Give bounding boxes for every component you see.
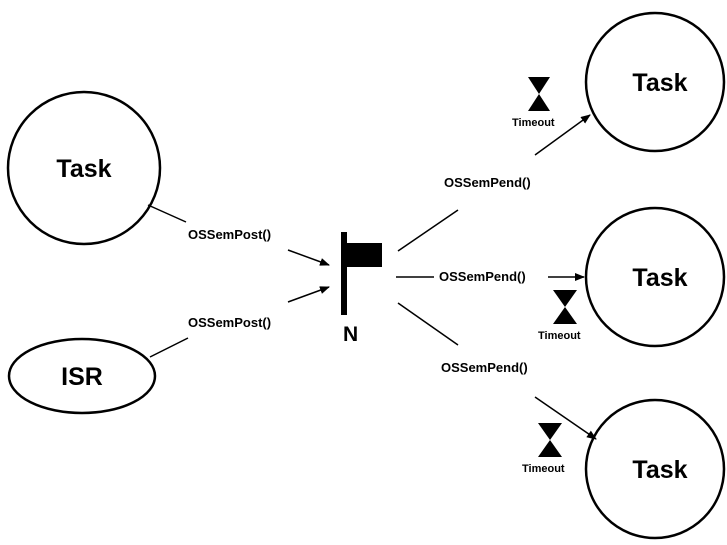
task-node-middle-right: Task — [584, 206, 726, 348]
isr-node: ISR — [7, 337, 157, 415]
timeout-bottom-hourglass-icon — [538, 423, 562, 457]
isr-node-ellipse — [7, 337, 157, 415]
post-arrow-isr — [287, 286, 330, 303]
task-node-left-label: Task — [56, 155, 111, 183]
timeout-top-label: Timeout — [512, 117, 555, 129]
timeout-middle-hourglass-icon — [553, 290, 577, 324]
timeout-top-hourglass-icon — [528, 77, 550, 111]
task-node-left: Task — [6, 90, 162, 246]
pend-call-label-bottom: OSSemPend() — [441, 360, 528, 375]
flag-banner — [347, 243, 382, 267]
sem-to-pend-bottom — [397, 302, 459, 346]
task-node-bottom-right-label: Task — [632, 456, 687, 484]
task-node-top-right-circle — [584, 11, 726, 153]
post-call-label-isr: OSSemPost() — [188, 315, 271, 330]
task-node-bottom-right: Task — [584, 398, 726, 540]
post-call-label-task: OSSemPost() — [188, 227, 271, 242]
pend-arrow-bottom — [534, 396, 597, 440]
isr-connector — [149, 337, 189, 358]
task-node-bottom-right-circle — [584, 398, 726, 540]
pend-call-label-middle: OSSemPend() — [439, 269, 526, 284]
task-node-middle-right-circle — [584, 206, 726, 348]
pend-arrow-top — [534, 114, 591, 156]
task-left-connector — [147, 204, 187, 223]
timeout-bottom-label: Timeout — [522, 463, 565, 475]
isr-node-label: ISR — [61, 363, 103, 391]
semaphore-flag-icon — [341, 232, 382, 315]
timeout-middle-label: Timeout — [538, 330, 581, 342]
task-node-middle-right-label: Task — [632, 264, 687, 292]
sem-to-pend-top — [397, 209, 459, 252]
pend-call-label-top: OSSemPend() — [444, 175, 531, 190]
flag-pole — [341, 232, 347, 315]
semaphore-count-label: N — [343, 323, 358, 346]
post-arrow-task — [287, 249, 330, 266]
task-node-top-right: Task — [584, 11, 726, 153]
task-node-top-right-label: Task — [632, 69, 687, 97]
task-node-left-circle — [6, 90, 162, 246]
